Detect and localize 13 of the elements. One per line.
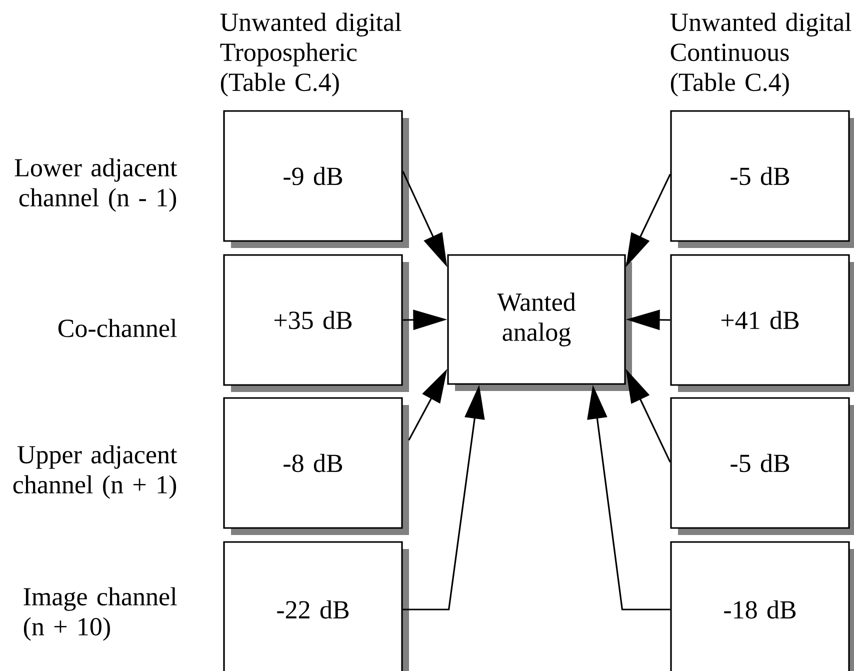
value-box: +41 dB <box>670 254 854 392</box>
value-box: -5 dB <box>670 397 854 535</box>
row-label: Image channel (n + 10) <box>24 587 177 641</box>
row-label: Upper adjacent channel (n + 1) <box>13 445 178 499</box>
value-box: -8 dB <box>223 397 409 535</box>
value-box: +35 dB <box>223 254 409 392</box>
value-box: -5 dB <box>670 110 854 248</box>
row-label: Co-channel <box>58 318 177 338</box>
value-box: -22 dB <box>223 541 409 671</box>
value-box: -9 dB <box>223 110 409 248</box>
row-label: Lower adjacent channel (n - 1) <box>14 158 178 212</box>
value-box: -18 dB <box>670 541 854 671</box>
target-box: Wanted analog <box>447 254 632 391</box>
